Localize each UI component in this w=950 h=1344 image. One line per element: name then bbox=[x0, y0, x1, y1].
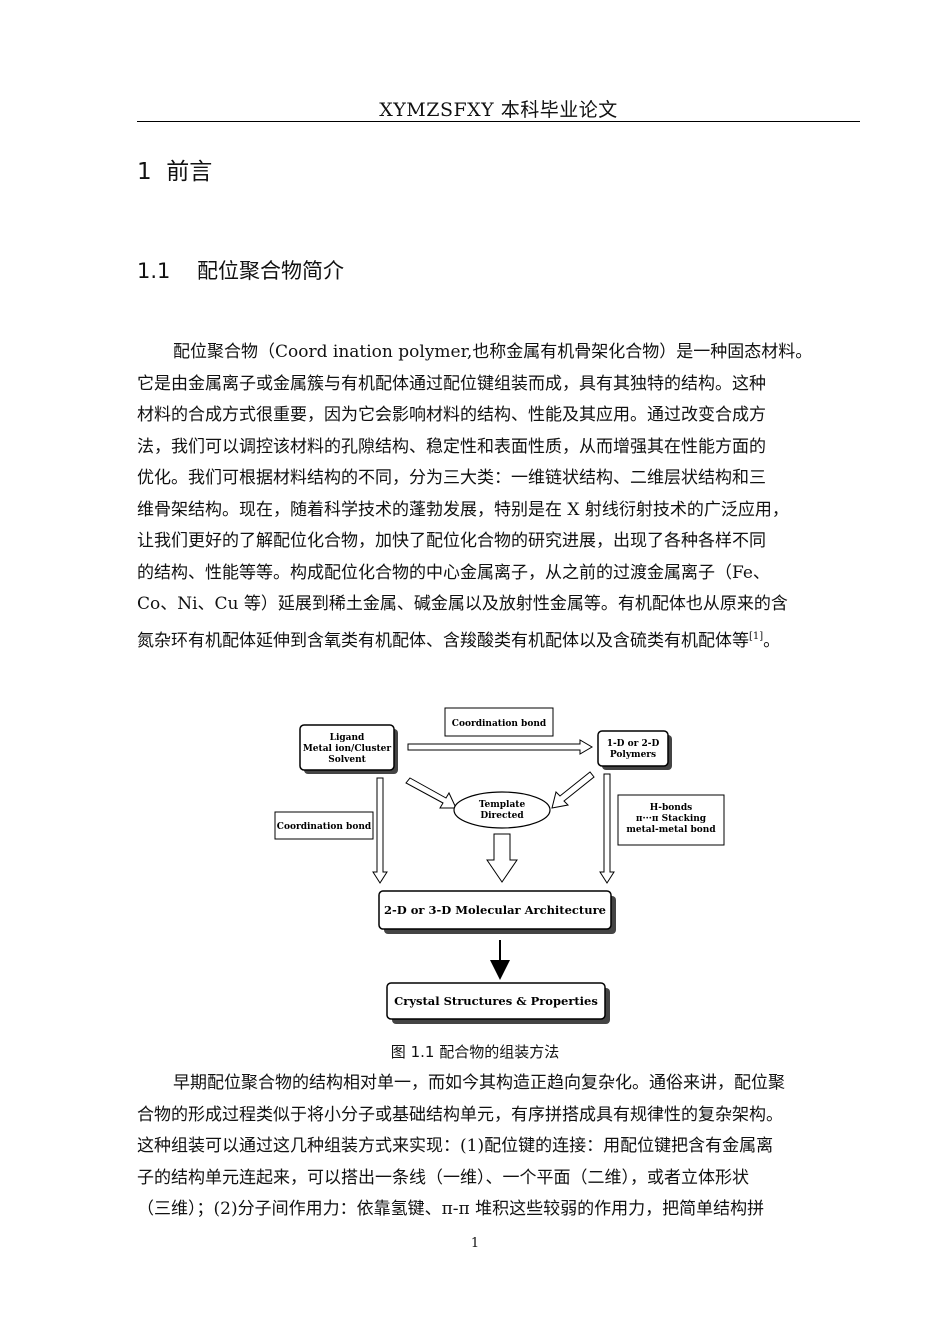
text-line: 材料的合成方式很重要，因为它会影响材料的结构、性能及其应用。通过改变合成方 bbox=[137, 405, 766, 425]
ligand-line-2: Metal ion/Cluster bbox=[303, 744, 392, 754]
crystal-structures-label: Crystal Structures & Properties bbox=[394, 994, 598, 1008]
ligand-line-1: Ligand bbox=[330, 733, 365, 743]
arrow-center-down bbox=[486, 833, 518, 883]
template-line-1: Template bbox=[479, 800, 526, 810]
coordination-bond-side-box: Coordination bond bbox=[274, 811, 374, 840]
section-title: 前言 bbox=[166, 159, 213, 185]
text-line: 这种组装可以通过这几种组装方式来实现：(1)配位键的连接：用配位键把含有金属离 bbox=[137, 1136, 774, 1156]
coordination-bond-side-label: Coordination bond bbox=[277, 822, 372, 832]
text-line: 的结构、性能等等。构成配位化合物的中心金属离子，从之前的过渡金属离子（Fe、 bbox=[137, 562, 770, 583]
sentence-end: 。 bbox=[763, 630, 781, 651]
arrow-left-down bbox=[372, 777, 388, 884]
text-line: 优化。我们可根据材料结构的不同，分为三大类：一维链状结构、二维层状结构和三 bbox=[137, 468, 766, 488]
coordination-bond-top-label: Coordination bond bbox=[452, 719, 547, 729]
text-line: 维骨架结构。现在，随着科学技术的蓬勃发展，特别是在 X 射线衍射技术的广泛应用， bbox=[137, 499, 789, 520]
hbonds-box: H-bonds π···π Stacking metal-metal bond bbox=[617, 794, 725, 846]
text-line: 氮杂环有机配体延伸到含氧类有机配体、含羧酸类有机配体以及含硫类有机配体等 bbox=[137, 630, 749, 651]
template-directed-ellipse: Template Directed bbox=[453, 791, 551, 829]
hbonds-line-2: π···π Stacking bbox=[636, 814, 707, 824]
text-line: 它是由金属离子或金属簇与有机配体通过配位键组装而成，具有其独特的结构。这种 bbox=[137, 373, 766, 394]
arrow-left-to-template bbox=[405, 777, 457, 809]
hbonds-line-1: H-bonds bbox=[650, 803, 692, 813]
paragraph-assembly: 早期配位聚合物的结构相对单一，而如今其构造正趋向复杂化。通俗来讲，配位聚 合物的… bbox=[137, 1068, 860, 1226]
molecular-architecture-box: 2-D or 3-D Molecular Architecture bbox=[378, 890, 616, 934]
figure-caption: 图 1.1 配合物的组装方法 bbox=[390, 1043, 560, 1061]
assembly-diagram: Ligand Metal ion/Cluster Solvent Coordin… bbox=[274, 707, 725, 1024]
text-line: 子的结构单元连起来，可以搭出一条线（一维）、一个平面（二维），或者立体形状 bbox=[137, 1167, 749, 1188]
text-line: 法，我们可以调控该材料的孔隙结构、稳定性和表面性质，从而增强其在性能方面的 bbox=[137, 436, 766, 457]
arrow-right-down bbox=[599, 773, 615, 884]
crystal-structures-box: Crystal Structures & Properties bbox=[386, 982, 610, 1024]
text-line: 让我们更好的了解配位化合物，加快了配位化合物的研究进展，出现了各种各样不同 bbox=[137, 531, 766, 551]
section-heading: 1 前言 bbox=[137, 152, 212, 186]
arrow-to-polymers bbox=[407, 739, 593, 755]
text-line: 配位聚合物（Coord ination polymer,也称金属有机骨架化合物）… bbox=[173, 342, 813, 362]
text-line: 合物的形成过程类似于将小分子或基础结构单元，有序拼搭成具有规律性的复杂架构。 bbox=[137, 1104, 783, 1125]
polymers-line-1: 1-D or 2-D bbox=[607, 739, 660, 749]
subsection-number: 1.1 bbox=[137, 259, 171, 283]
paragraph-intro: 配位聚合物（Coord ination polymer,也称金属有机骨架化合物）… bbox=[137, 337, 860, 652]
ligand-line-3: Solvent bbox=[328, 755, 366, 765]
subsection-heading: 1.1 配位聚合物简介 bbox=[137, 255, 344, 285]
polymers-box: 1-D or 2-D Polymers bbox=[597, 730, 672, 770]
ligand-box: Ligand Metal ion/Cluster Solvent bbox=[299, 724, 398, 774]
text-line: Co、Ni、Cu 等）延展到稀土金属、碱金属以及放射性金属等。有机配体也从原来的… bbox=[137, 594, 788, 614]
text-line: 早期配位聚合物的结构相对单一，而如今其构造正趋向复杂化。通俗来讲，配位聚 bbox=[173, 1073, 785, 1093]
text-line-last: 氮杂环有机配体延伸到含氧类有机配体、含羧酸类有机配体以及含硫类有机配体等[1]。 bbox=[137, 621, 860, 653]
arrow-right-to-template bbox=[551, 771, 595, 809]
hbonds-line-3: metal-metal bond bbox=[626, 825, 716, 835]
running-header: XYMZSFXY 本科毕业论文 bbox=[379, 99, 618, 121]
molecular-architecture-label: 2-D or 3-D Molecular Architecture bbox=[384, 903, 606, 917]
page-number: 1 bbox=[470, 1236, 480, 1251]
coordination-bond-top-box: Coordination bond bbox=[444, 707, 554, 737]
section-number: 1 bbox=[137, 159, 152, 185]
subsection-title: 配位聚合物简介 bbox=[197, 259, 344, 283]
header-rule bbox=[137, 121, 860, 122]
citation: [1] bbox=[749, 630, 764, 642]
polymers-line-2: Polymers bbox=[610, 750, 656, 760]
text-line: （三维）；(2)分子间作用力：依靠氢键、π-π 堆积这些较弱的作用力，把简单结构… bbox=[137, 1199, 765, 1219]
template-line-2: Directed bbox=[480, 811, 524, 821]
